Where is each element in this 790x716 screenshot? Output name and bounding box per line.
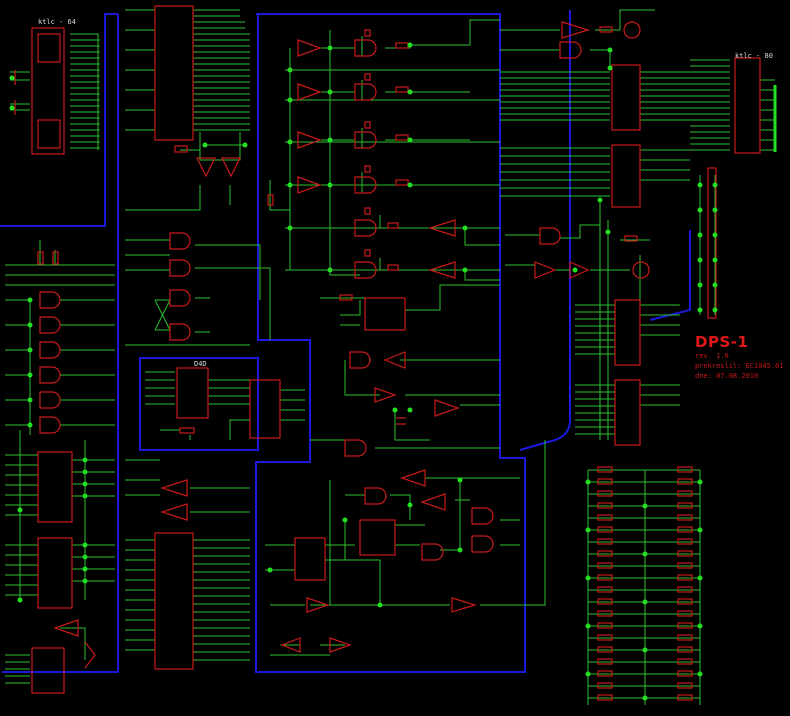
right-connector-label: ktlc - 80: [735, 52, 773, 60]
junction-nodes: [9, 42, 718, 701]
components: [14, 5, 761, 701]
revision-text: rev. 1.0: [695, 352, 729, 360]
left-connector-label: ktlc - 64: [38, 18, 76, 26]
chip-label: D4D: [194, 360, 207, 368]
drawn-by-text: prekreslil: EC1045.01: [695, 362, 784, 370]
wiring: [5, 9, 775, 705]
date-text: dne: 07.08.2010: [695, 372, 759, 380]
bus-outlines: [0, 10, 691, 673]
schematic-title: DPS-1: [695, 333, 749, 351]
